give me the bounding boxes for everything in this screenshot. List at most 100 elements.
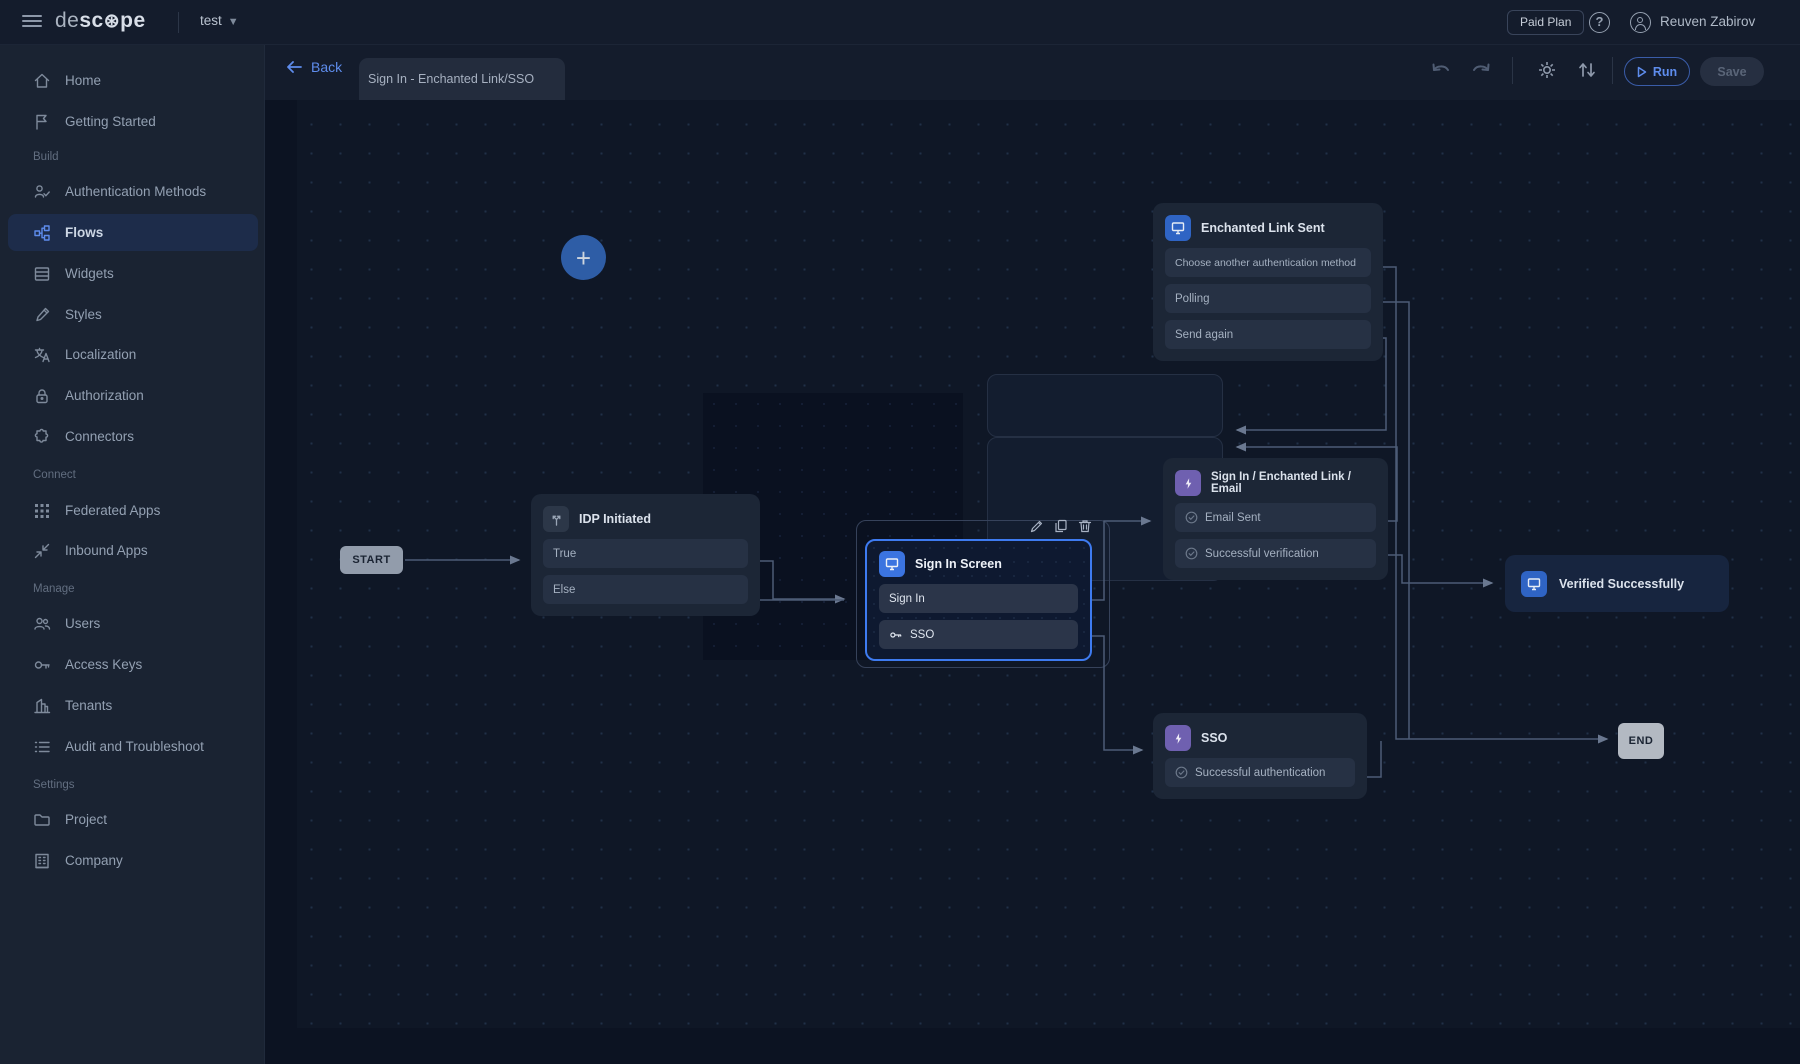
sidebar-item-tenants[interactable]: Tenants bbox=[8, 687, 258, 724]
node-sign-in-screen[interactable]: Sign In Screen Sign In SSO bbox=[865, 539, 1092, 661]
sidebar-item-label: Getting Started bbox=[65, 114, 156, 129]
node-title: IDP Initiated bbox=[579, 512, 652, 526]
check-circle-icon bbox=[1175, 766, 1188, 779]
screen-icon bbox=[1521, 570, 1547, 597]
sidebar-item-authentication-methods[interactable]: Authentication Methods bbox=[8, 173, 258, 210]
sidebar-item-label: Styles bbox=[65, 307, 102, 322]
project-selector[interactable]: test▼ bbox=[200, 13, 239, 28]
redo-icon[interactable] bbox=[1470, 59, 1492, 81]
node-output-sign-in[interactable]: Sign In bbox=[879, 584, 1078, 613]
sidebar-item-widgets[interactable]: Widgets bbox=[8, 255, 258, 292]
node-output-choose-another[interactable]: Choose another authentication method bbox=[1165, 248, 1371, 277]
sort-arrows-icon[interactable] bbox=[1576, 59, 1598, 81]
node-idp-initiated[interactable]: IDP Initiated True Else bbox=[531, 494, 760, 616]
brush-icon bbox=[36, 307, 50, 321]
node-sso[interactable]: SSO Successful authentication bbox=[1153, 713, 1367, 799]
node-output-send-again[interactable]: Send again bbox=[1165, 320, 1371, 349]
sidebar-item-label: Users bbox=[65, 616, 101, 631]
flow-tab[interactable]: Sign In - Enchanted Link/SSO bbox=[359, 58, 565, 100]
translate-icon bbox=[34, 347, 50, 362]
arrow-left-icon bbox=[287, 61, 302, 73]
flow-group-placeholder[interactable] bbox=[987, 374, 1223, 437]
sidebar-item-label: Tenants bbox=[65, 698, 113, 713]
sidebar-item-label: Project bbox=[65, 812, 108, 827]
building-icon bbox=[34, 698, 51, 713]
canvas-bottom-margin bbox=[265, 1028, 1800, 1064]
sidebar-item-label: Audit and Troubleshoot bbox=[65, 739, 204, 754]
branch-icon bbox=[543, 506, 569, 532]
sidebar-section-build: Build bbox=[33, 151, 59, 163]
hamburger-menu-icon[interactable] bbox=[22, 15, 42, 29]
sidebar-item-getting-started[interactable]: Getting Started bbox=[8, 103, 258, 140]
puzzle-icon bbox=[34, 428, 49, 443]
home-icon bbox=[34, 73, 50, 88]
end-node[interactable]: END bbox=[1618, 723, 1664, 759]
undo-icon[interactable] bbox=[1430, 59, 1452, 81]
sidebar-item-company[interactable]: Company bbox=[8, 842, 258, 879]
run-button[interactable]: Run bbox=[1624, 57, 1690, 86]
node-output-else[interactable]: Else bbox=[543, 575, 748, 604]
sidebar-item-label: Inbound Apps bbox=[65, 543, 148, 558]
sidebar-item-users[interactable]: Users bbox=[8, 605, 258, 642]
node-output-successful-authentication[interactable]: Successful authentication bbox=[1165, 758, 1355, 787]
sidebar-item-inbound-apps[interactable]: Inbound Apps bbox=[8, 532, 258, 569]
start-node[interactable]: START bbox=[340, 546, 403, 574]
node-title: Verified Successfully bbox=[1559, 576, 1685, 591]
node-output-successful-verification[interactable]: Successful verification bbox=[1175, 539, 1376, 568]
sidebar-item-label: Flows bbox=[65, 225, 104, 240]
node-action-toolbar bbox=[1030, 519, 1092, 533]
sidebar-item-localization[interactable]: Localization bbox=[8, 336, 258, 373]
play-icon bbox=[1637, 66, 1647, 77]
list-icon bbox=[34, 741, 50, 752]
flows-icon bbox=[34, 224, 50, 241]
sidebar-section-settings: Settings bbox=[33, 779, 75, 791]
users-icon bbox=[34, 617, 51, 630]
company-icon bbox=[35, 853, 49, 868]
sidebar-item-label: Federated Apps bbox=[65, 503, 161, 518]
user-name[interactable]: Reuven Zabirov bbox=[1660, 14, 1756, 29]
duplicate-icon[interactable] bbox=[1054, 519, 1068, 533]
sidebar-nav: Home Getting Started Build Authenticatio… bbox=[0, 45, 265, 1064]
node-title: Enchanted Link Sent bbox=[1201, 221, 1325, 235]
add-node-button[interactable]: + bbox=[561, 235, 606, 280]
node-output-true[interactable]: True bbox=[543, 539, 748, 568]
node-output-email-sent[interactable]: Email Sent bbox=[1175, 503, 1376, 532]
lightning-icon bbox=[1175, 470, 1201, 496]
sidebar-item-project[interactable]: Project bbox=[8, 801, 258, 838]
descope-logo: desc⊛pe bbox=[55, 9, 146, 32]
sidebar-item-label: Widgets bbox=[65, 266, 114, 281]
sidebar-item-home[interactable]: Home bbox=[8, 62, 258, 99]
toolbar-divider bbox=[1512, 57, 1513, 84]
sidebar-item-label: Company bbox=[65, 853, 123, 868]
settings-gear-icon[interactable] bbox=[1536, 59, 1558, 81]
sidebar-item-connectors[interactable]: Connectors bbox=[8, 418, 258, 455]
top-bar: desc⊛pe test▼ Paid Plan ? Reuven Zabirov bbox=[0, 0, 1800, 45]
edit-pencil-icon[interactable] bbox=[1030, 519, 1044, 533]
sidebar-section-connect: Connect bbox=[33, 469, 76, 481]
node-verified-successfully[interactable]: Verified Successfully bbox=[1505, 555, 1729, 612]
sidebar-item-audit-and-troubleshoot[interactable]: Audit and Troubleshoot bbox=[8, 728, 258, 765]
check-circle-icon bbox=[1185, 511, 1198, 524]
sidebar-item-federated-apps[interactable]: Federated Apps bbox=[8, 492, 258, 529]
flow-canvas[interactable]: + bbox=[265, 100, 1800, 1064]
save-button[interactable]: Save bbox=[1700, 57, 1764, 86]
paid-plan-badge[interactable]: Paid Plan bbox=[1507, 10, 1585, 35]
sidebar-item-flows[interactable]: Flows bbox=[8, 214, 258, 251]
lock-icon bbox=[36, 388, 48, 403]
delete-trash-icon[interactable] bbox=[1078, 519, 1092, 533]
node-output-polling[interactable]: Polling bbox=[1165, 284, 1371, 313]
user-avatar-icon[interactable] bbox=[1630, 12, 1651, 33]
help-icon[interactable]: ? bbox=[1589, 12, 1610, 33]
node-output-sso[interactable]: SSO bbox=[879, 620, 1078, 649]
inbound-arrows-icon bbox=[34, 543, 50, 558]
sidebar-item-authorization[interactable]: Authorization bbox=[8, 377, 258, 414]
chevron-down-icon: ▼ bbox=[227, 16, 239, 28]
folder-icon bbox=[34, 813, 50, 826]
sidebar-item-access-keys[interactable]: Access Keys bbox=[8, 646, 258, 683]
person-check-icon bbox=[34, 184, 50, 198]
node-signin-enchanted-link-email[interactable]: Sign In / Enchanted Link / Email Email S… bbox=[1163, 458, 1388, 580]
back-button[interactable]: Back bbox=[286, 59, 342, 75]
node-enchanted-link-sent[interactable]: Enchanted Link Sent Choose another authe… bbox=[1153, 203, 1383, 361]
topbar-divider bbox=[178, 12, 179, 33]
sidebar-item-styles[interactable]: Styles bbox=[8, 296, 258, 333]
